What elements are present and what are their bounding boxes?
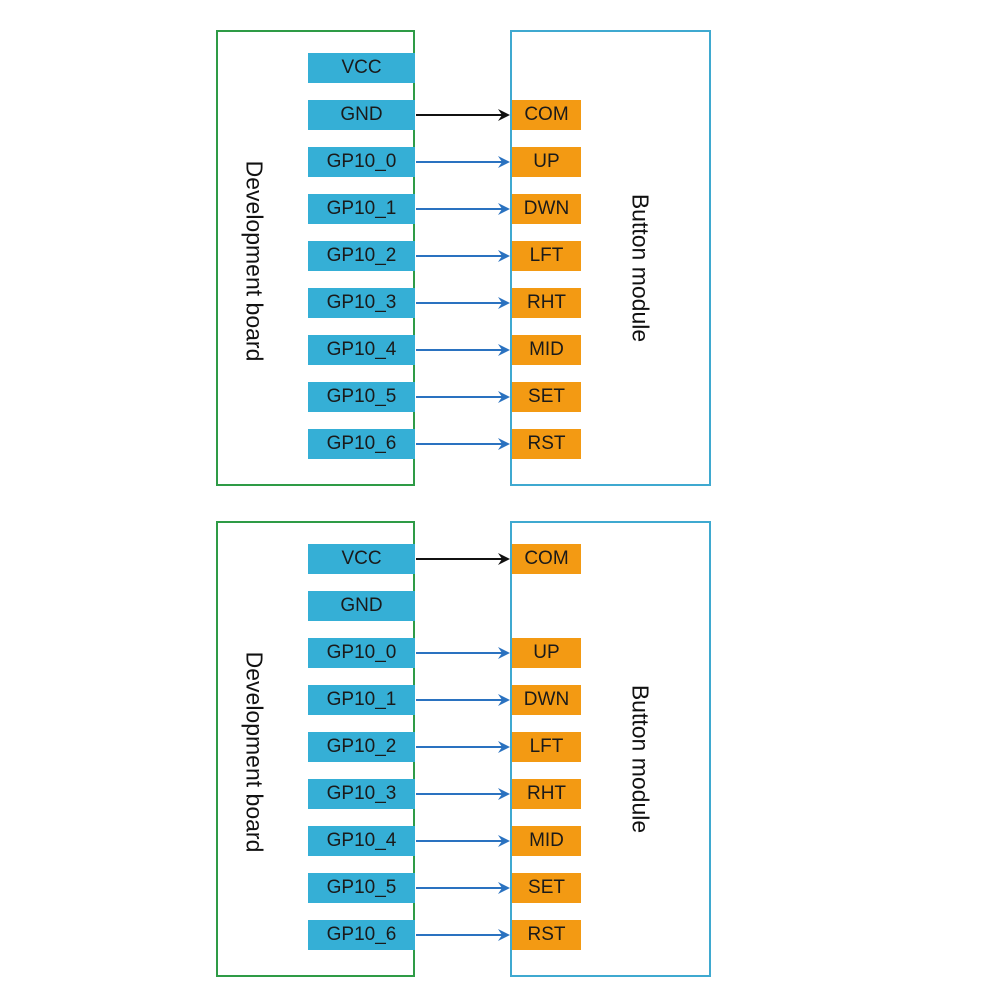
arrowhead-icon xyxy=(498,741,510,753)
board-pin-gp10-6: GP10_6 xyxy=(308,920,415,950)
wire-gp10-4-to-mid xyxy=(416,344,510,356)
board-pin-vcc: VCC xyxy=(308,544,415,574)
board-pin-gp10-0: GP10_0 xyxy=(308,638,415,668)
board-pin-gp10-4: GP10_4 xyxy=(308,826,415,856)
wire-vcc-to-com xyxy=(416,553,510,565)
arrowhead-icon xyxy=(498,250,510,262)
board-pin-gp10-4: GP10_4 xyxy=(308,335,415,365)
arrowhead-icon xyxy=(498,694,510,706)
module-pin-mid: MID xyxy=(512,335,581,365)
wire-gp10-1-to-dwn xyxy=(416,694,510,706)
board-pin-gp10-5: GP10_5 xyxy=(308,382,415,412)
arrowhead-icon xyxy=(498,344,510,356)
module-pin-rht: RHT xyxy=(512,288,581,318)
wire-gp10-5-to-set xyxy=(416,391,510,403)
arrowhead-icon xyxy=(498,391,510,403)
arrowhead-icon xyxy=(498,835,510,847)
wires xyxy=(416,109,510,450)
module-pin-com: COM xyxy=(512,100,581,130)
wire-gp10-6-to-rst xyxy=(416,438,510,450)
module-pin-com: COM xyxy=(512,544,581,574)
module-pin-rst: RST xyxy=(512,920,581,950)
wire-gp10-5-to-set xyxy=(416,882,510,894)
wire-gp10-3-to-rht xyxy=(416,297,510,309)
board-pin-gp10-0: GP10_0 xyxy=(308,147,415,177)
module-pin-rht: RHT xyxy=(512,779,581,809)
module-pin-lft: LFT xyxy=(512,732,581,762)
module-pin-up: UP xyxy=(512,147,581,177)
board-pin-gp10-3: GP10_3 xyxy=(308,288,415,318)
arrowhead-icon xyxy=(498,156,510,168)
wire-gp10-6-to-rst xyxy=(416,929,510,941)
wire-gnd-to-com xyxy=(416,109,510,121)
module-pin-rst: RST xyxy=(512,429,581,459)
arrowhead-icon xyxy=(498,438,510,450)
arrowhead-icon xyxy=(498,553,510,565)
wire-gp10-4-to-mid xyxy=(416,835,510,847)
arrowhead-icon xyxy=(498,882,510,894)
module-pin-dwn: DWN xyxy=(512,194,581,224)
wire-gp10-0-to-up xyxy=(416,156,510,168)
arrowhead-icon xyxy=(498,929,510,941)
arrowhead-icon xyxy=(498,203,510,215)
module-pin-up: UP xyxy=(512,638,581,668)
board-pin-gp10-1: GP10_1 xyxy=(308,685,415,715)
arrowhead-icon xyxy=(498,297,510,309)
wire-gp10-2-to-lft xyxy=(416,250,510,262)
module-pin-lft: LFT xyxy=(512,241,581,271)
board-pin-gp10-6: GP10_6 xyxy=(308,429,415,459)
module-pin-set: SET xyxy=(512,873,581,903)
arrowhead-icon xyxy=(498,647,510,659)
wires xyxy=(416,553,510,941)
board-pin-gp10-5: GP10_5 xyxy=(308,873,415,903)
wire-gp10-3-to-rht xyxy=(416,788,510,800)
module-pin-dwn: DWN xyxy=(512,685,581,715)
board-pin-gp10-3: GP10_3 xyxy=(308,779,415,809)
wire-gp10-0-to-up xyxy=(416,647,510,659)
board-pin-gp10-1: GP10_1 xyxy=(308,194,415,224)
board-pin-vcc: VCC xyxy=(308,53,415,83)
module-pin-mid: MID xyxy=(512,826,581,856)
arrowhead-icon xyxy=(498,109,510,121)
wire-gp10-2-to-lft xyxy=(416,741,510,753)
board-pin-gp10-2: GP10_2 xyxy=(308,241,415,271)
board-pin-gnd: GND xyxy=(308,100,415,130)
board-pin-gnd: GND xyxy=(308,591,415,621)
arrowhead-icon xyxy=(498,788,510,800)
board-pin-gp10-2: GP10_2 xyxy=(308,732,415,762)
wire-gp10-1-to-dwn xyxy=(416,203,510,215)
module-pin-set: SET xyxy=(512,382,581,412)
